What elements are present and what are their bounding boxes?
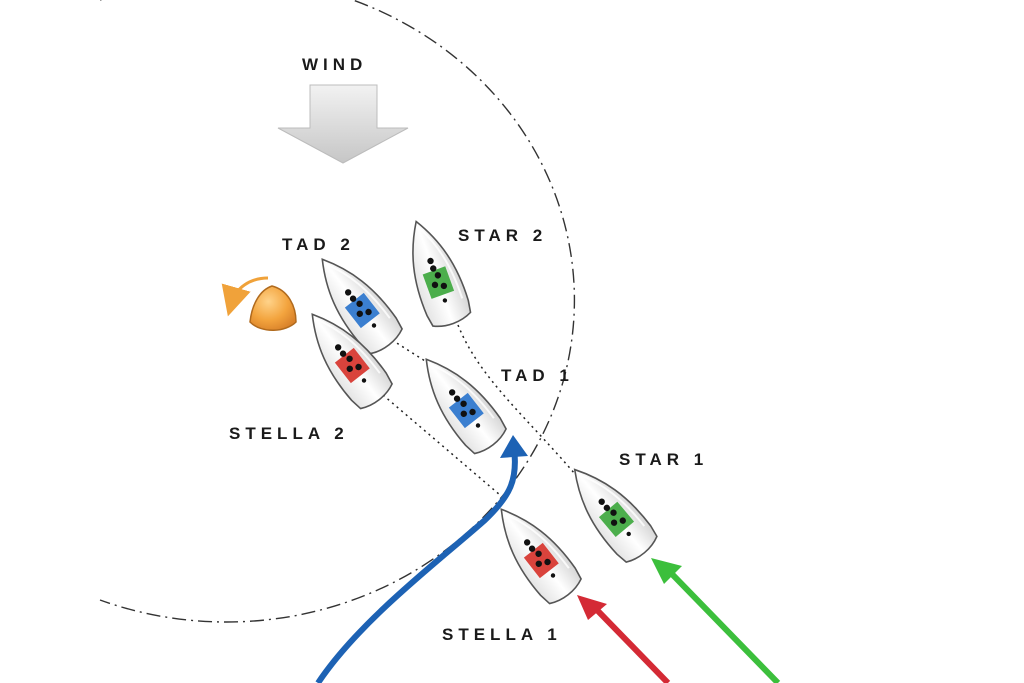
- wake-tad: [391, 339, 456, 381]
- label-stella-1: STELLA 1: [442, 625, 562, 644]
- label-tad-1: TAD 1: [501, 366, 574, 385]
- boat-tad-1: [407, 344, 512, 460]
- stella-track-arrowhead: [577, 595, 607, 620]
- boat-stella-1: [482, 494, 587, 610]
- tad-track-arrowhead: [500, 435, 528, 458]
- label-star-2: STAR 2: [458, 226, 547, 245]
- boat-tad-2: [303, 244, 408, 360]
- label-stella-2: STELLA 2: [229, 424, 349, 443]
- label-tad-2: TAD 2: [282, 235, 355, 254]
- rounding-direction-arrow-icon: [221, 276, 269, 317]
- boat-stella-2: [293, 299, 398, 415]
- mark-buoy-icon: [249, 285, 297, 331]
- star-track-arrowhead: [651, 558, 682, 584]
- tad-track: [315, 447, 518, 683]
- wake-stella: [382, 394, 501, 496]
- label-star-1: STAR 1: [619, 450, 708, 469]
- boat-star-2: [394, 212, 476, 333]
- boat-star-1: [556, 454, 663, 569]
- wake-lines: [382, 324, 581, 496]
- zone-circle: [99, 0, 576, 623]
- wind-arrow-icon: [277, 84, 409, 164]
- star-track: [667, 569, 781, 683]
- wind-label: WIND: [302, 55, 367, 74]
- tracks: [315, 435, 781, 683]
- wake-star: [457, 324, 581, 481]
- stella-track: [594, 607, 671, 683]
